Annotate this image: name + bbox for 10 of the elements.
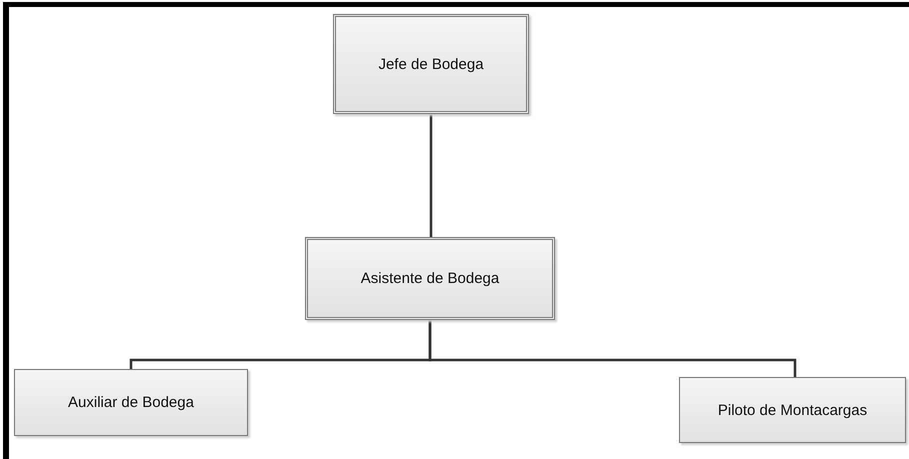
position-box [333,14,529,114]
position-box [14,369,248,436]
position-title: Jefe de Bodega [378,56,484,72]
connector-line [430,114,432,237]
position-title: Asistente de Bodega [360,270,500,287]
position-title: Auxiliar de Bodega [68,394,194,411]
connector-line [428,320,796,377]
position-box [305,237,555,320]
position-box [679,377,906,443]
position-title: Piloto de Montacargas [718,402,868,418]
